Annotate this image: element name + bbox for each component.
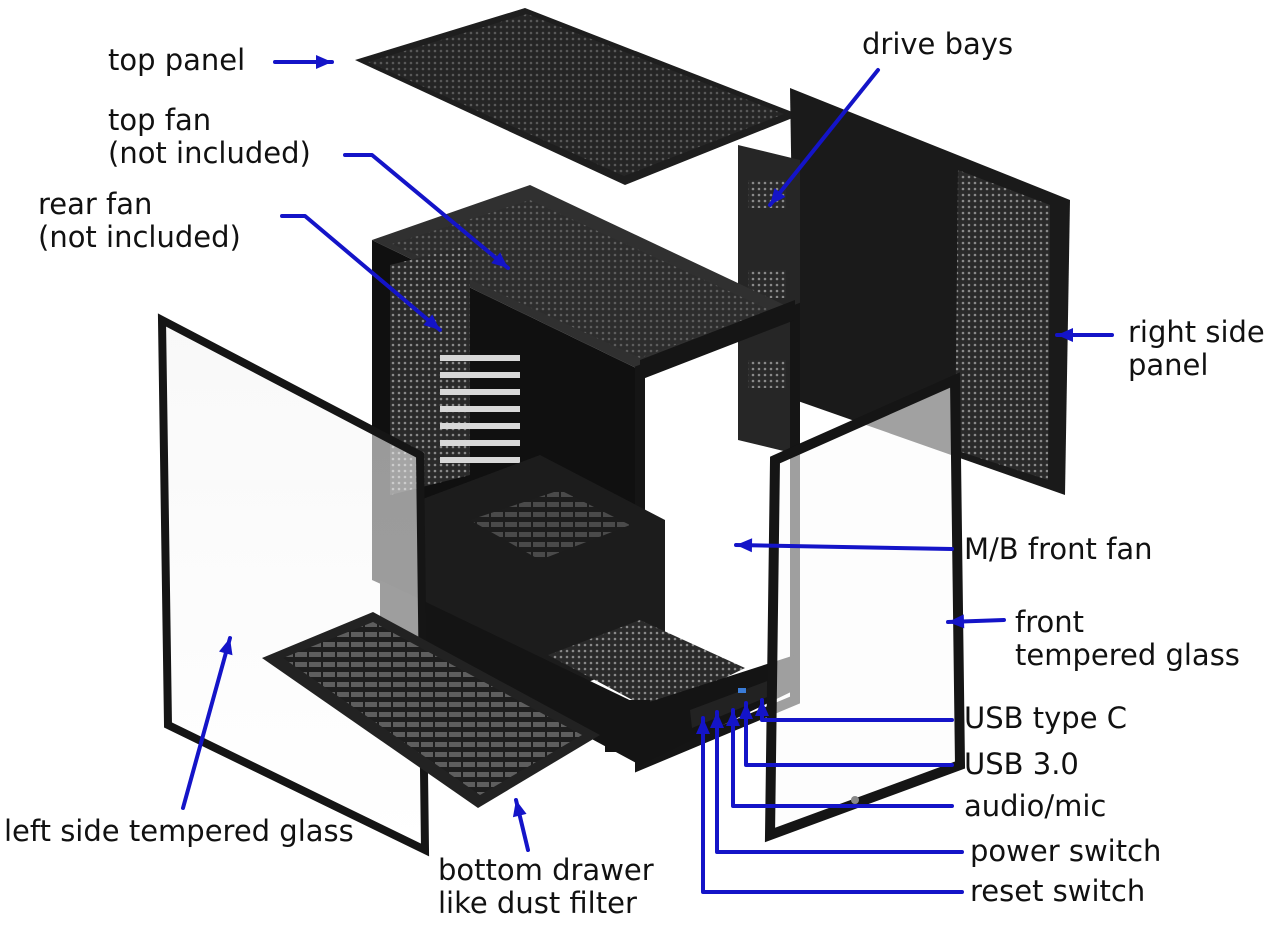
arrow-drive-bays-head [770,188,786,205]
arrow-power-switch [715,710,964,854]
arrow-rear-fan-head [423,314,440,330]
arrow-bottom-drawer-head [512,800,527,818]
right-side-panel-shape [790,88,1070,495]
arrow-front-glass-head [948,614,965,629]
arrow-reset-switch [701,716,964,894]
label-top-panel: top panel [108,43,246,77]
label-rear-fan-line1: rear fan [38,187,153,221]
label-front-glass-line1: front [1015,605,1084,639]
arrow-top-fan [343,153,510,270]
arrow-top-fan-head [491,252,508,268]
label-top-fan-line2: (not included) [108,136,311,170]
arrow-right-panel-head [1057,328,1073,342]
arrow-audio-mic [731,708,954,808]
label-right-side-panel-line1: right side [1128,315,1265,349]
label-usb-3: USB 3.0 [964,747,1079,781]
bottom-filter-shape [262,612,600,808]
label-rear-fan: rear fan (not included) [38,188,241,254]
arrow-audio-mic-head [726,710,740,726]
arrow-left-glass-head [218,638,233,656]
label-drive-bays: drive bays [862,27,1014,61]
arrow-usb-3-head [739,703,753,719]
arrow-reset-switch-head [696,718,710,734]
label-bottom-drawer-line2: like dust filter [438,886,637,920]
arrow-top-panel-head [316,55,332,69]
label-reset-switch: reset switch [970,874,1146,908]
label-bottom-drawer-line1: bottom drawer [438,853,654,887]
label-usb-type-c: USB type C [964,701,1127,735]
arrow-usb-3 [744,701,954,767]
arrow-power-switch-head [710,712,724,728]
label-front-glass-line2: tempered glass [1015,638,1240,672]
label-rear-fan-line2: (not included) [38,220,241,254]
label-top-fan: top fan (not included) [108,104,311,170]
arrow-mb-front-fan-head [736,538,753,553]
label-front-glass: front tempered glass [1015,606,1240,672]
label-left-glass: left side tempered glass [4,814,354,848]
label-power-switch: power switch [970,834,1162,868]
label-mb-front-fan: M/B front fan [964,532,1153,566]
label-audio-mic: audio/mic [964,789,1107,823]
label-right-side-panel: right side panel [1128,316,1265,382]
top-panel-shape [355,8,800,185]
arrow-drive-bays [768,68,880,207]
arrow-mb-front-fan [734,543,954,551]
label-bottom-drawer: bottom drawer like dust filter [438,854,654,920]
arrow-usb-type-c-head [755,700,769,716]
label-right-side-panel-line2: panel [1128,348,1209,382]
arrow-rear-fan [280,214,442,332]
arrow-left-glass [181,636,232,810]
leader-arrows [181,55,1114,894]
label-top-fan-line1: top fan [108,103,212,137]
